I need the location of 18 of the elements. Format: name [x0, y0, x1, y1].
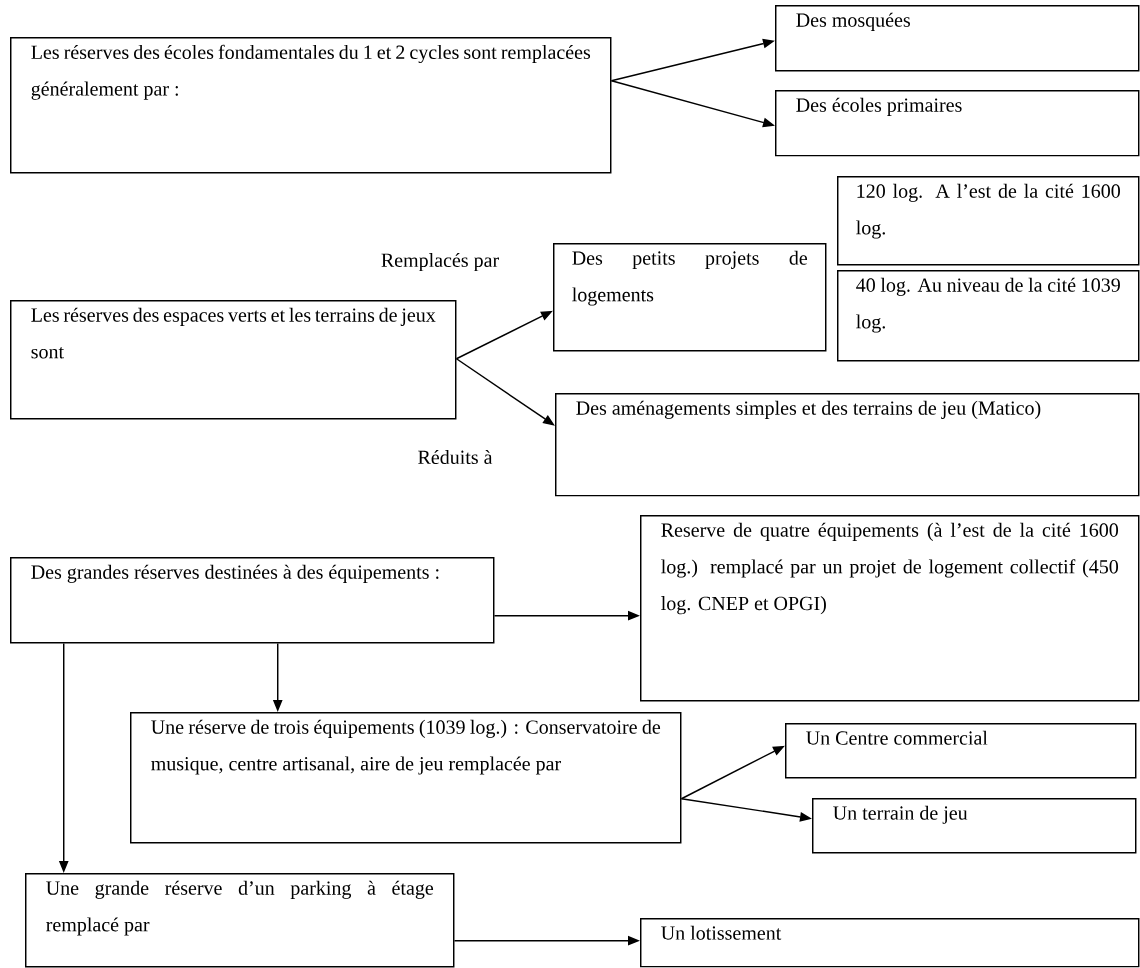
- arrow: [455, 358, 555, 426]
- text-box: Des aménagements simples et des terrains de jeu (Matico): [555, 393, 1140, 497]
- text-box: Des petits projets de logements: [553, 243, 827, 352]
- text-box: Une réserve de trois équipements (1039 log.) : Conservatoire de musique, centre artisanal, aire de jeu remplacée par: [130, 712, 682, 844]
- text-box: 40 log. Au niveau de la cité 1039 log.: [837, 270, 1140, 362]
- text-box: Reserve de quatre équipements (à l’est de la cité 1600 log.) remplacé par un projet de logement collectif (450 log. CNEP et OPGI): [640, 515, 1140, 702]
- text-box: Des écoles primaires: [775, 90, 1140, 157]
- text-box: Un Centre commercial: [785, 723, 1137, 779]
- text-box: Les réserves des espaces verts et les terrains de jeux sont: [10, 300, 457, 420]
- edge-label: Remplacés par: [379, 251, 501, 273]
- text-box: Des mosquées: [775, 5, 1140, 72]
- text-box: 120 log. A l’est de la cité 1600 log.: [837, 176, 1140, 266]
- text-box: Des grandes réserves destinées à des équipements :: [10, 557, 495, 644]
- text-box: Une grande réserve d’un parking à étage remplacé par: [25, 873, 455, 968]
- edge-label: Réduits à: [416, 448, 494, 466]
- text-box: Un lotissement: [640, 918, 1140, 968]
- text-box: Les réserves des écoles fondamentales du 1 et 2 cycles sont remplacées généralement par :: [10, 37, 612, 174]
- text-box: Un terrain de jeu: [812, 798, 1137, 854]
